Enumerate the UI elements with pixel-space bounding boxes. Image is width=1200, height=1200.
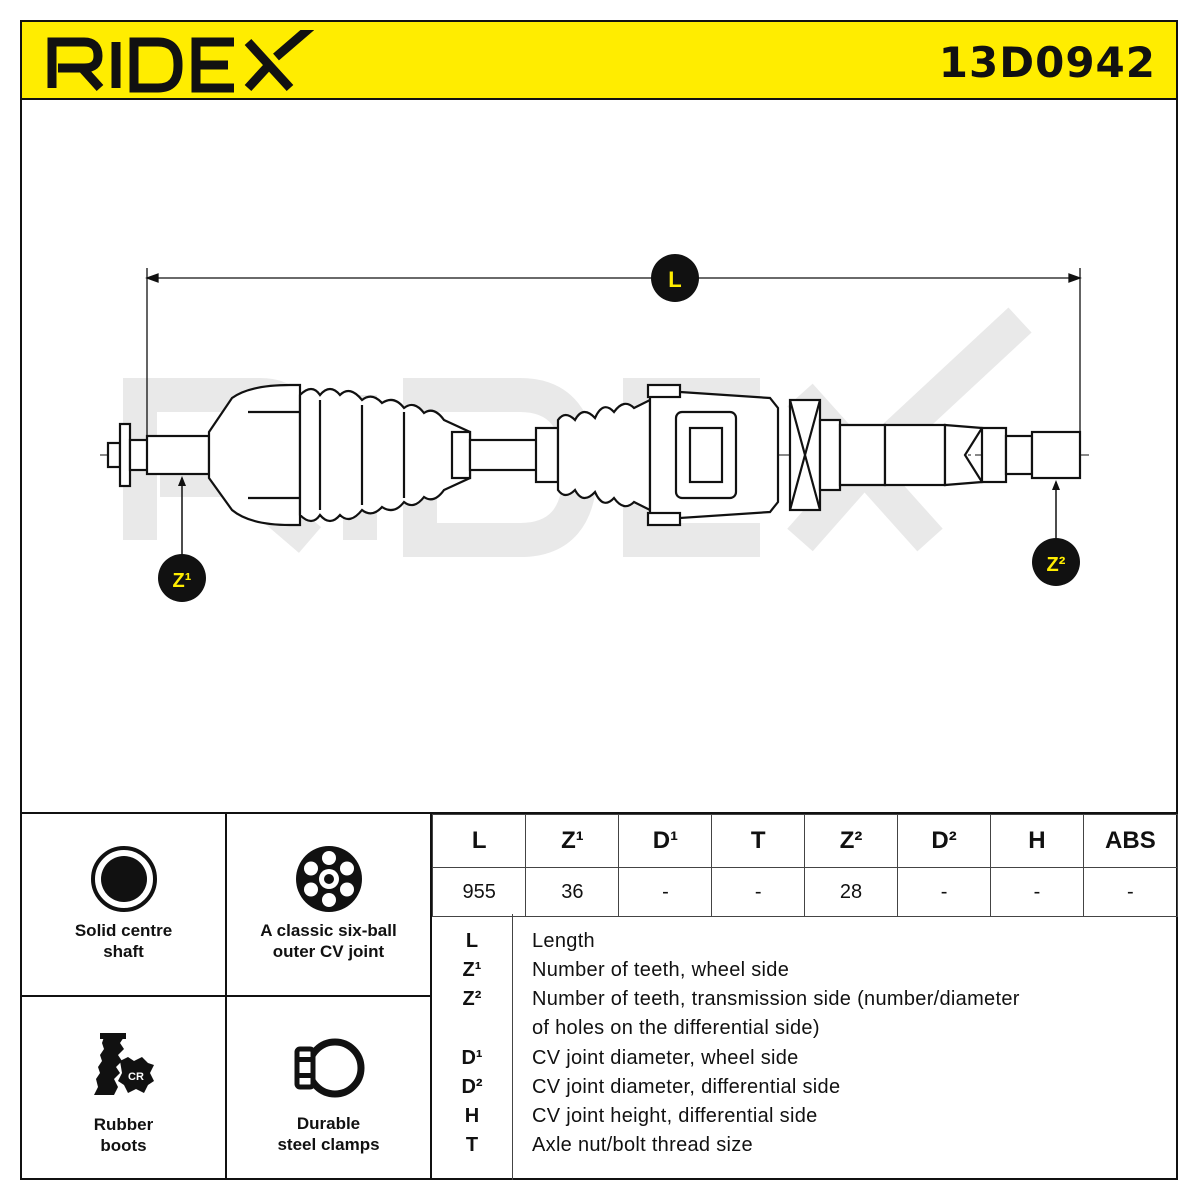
brand-logo [44, 22, 315, 99]
legend-text: Number of teeth, transmission side (numb… [532, 988, 1020, 1010]
spec-value: 955 [431, 867, 527, 917]
spec-header: L [431, 814, 527, 868]
spec-header: T [711, 814, 806, 868]
feature-divider-h [20, 995, 432, 997]
legend-text: Number of teeth, wheel side [532, 959, 790, 981]
badge-L [651, 254, 699, 302]
legend-symbol: Z¹ [462, 959, 482, 981]
legend-text: CV joint diameter, wheel side [532, 1047, 799, 1069]
spec-value: - [711, 867, 806, 917]
spec-header: D² [896, 814, 992, 868]
six-ball-joint-icon [296, 846, 362, 912]
badge-Z2 [1032, 538, 1080, 586]
legend-text: Axle nut/bolt thread size [532, 1134, 753, 1156]
spec-value: - [618, 867, 713, 917]
spec-header: ABS [1082, 814, 1179, 868]
steel-clamp-icon [294, 1038, 365, 1098]
spec-value: - [990, 867, 1084, 917]
legend-symbol: Z² [462, 988, 482, 1010]
legend-divider [512, 914, 513, 1180]
specification-section [20, 812, 1178, 1180]
spec-value: 36 [525, 867, 620, 917]
legend-text: of holes on the differential side) [532, 1017, 820, 1039]
legend: L Length Z¹ Number of teeth, wheel side … [432, 914, 1178, 1180]
solid-shaft-icon [91, 846, 157, 912]
badge-L-label: L [668, 267, 681, 292]
legend-text: CV joint height, differential side [532, 1105, 818, 1127]
spec-value: - [1082, 867, 1179, 917]
header-bar: 13D0942 [20, 20, 1178, 100]
legend-symbol: L [465, 930, 479, 952]
spec-header: Z² [804, 814, 898, 868]
badge-Z1-label: Z¹ [173, 570, 192, 592]
ridex-logo-icon [47, 22, 315, 93]
legend-text: Length [532, 930, 595, 952]
cr-text: CR [128, 1071, 144, 1083]
legend-symbol: H [464, 1105, 480, 1127]
badge-Z1 [158, 554, 206, 602]
drive-shaft-drawing: L [22, 100, 1177, 812]
legend-symbol: D¹ [461, 1047, 483, 1069]
rubber-boot-icon: CR [94, 1033, 154, 1095]
legend-symbol: D² [461, 1076, 483, 1098]
part-number: 13D0942 [938, 38, 1156, 87]
legend-text: CV joint diameter, differential side [532, 1076, 841, 1098]
legend-symbol: T [465, 1134, 479, 1156]
spec-header-row: L Z¹ D¹ T Z² D² H ABS [431, 814, 1179, 868]
spec-value-row: 955 36 - - 28 - - - [431, 867, 1179, 917]
dimension-L [145, 268, 1082, 455]
spec-value: - [896, 867, 992, 917]
spec-header: D¹ [618, 814, 713, 868]
spec-value: 28 [804, 867, 898, 917]
spec-table: L Z¹ D¹ T Z² D² H ABS 955 36 - - 28 - - … [431, 814, 1179, 917]
spec-header: H [990, 814, 1084, 868]
shaft-outline [106, 383, 1082, 527]
badge-Z2-label: Z² [1047, 554, 1066, 576]
spec-header: Z¹ [525, 814, 620, 868]
